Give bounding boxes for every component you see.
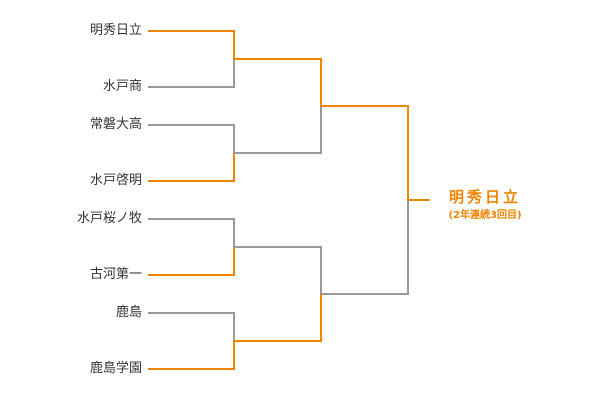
team-label: 水戸啓明 — [89, 173, 142, 188]
team-label: 水戸桜ノ牧 — [76, 211, 142, 226]
line-team-2 — [148, 59, 235, 88]
team-label: 常磐大高 — [89, 117, 142, 132]
line-team-5 — [148, 218, 235, 247]
line-team-7 — [148, 312, 235, 341]
line-r2-2 — [234, 106, 322, 154]
line-r2-3 — [234, 246, 322, 294]
team-label: 鹿島学園 — [89, 361, 142, 376]
line-team-1 — [148, 30, 235, 59]
line-sf-1 — [321, 105, 409, 200]
champion-note: (2年連続3回目) — [448, 210, 522, 221]
line-team-4 — [148, 153, 235, 182]
team-label: 水戸商 — [102, 79, 142, 94]
team-label: 鹿島 — [115, 305, 142, 320]
team-label: 古河第一 — [89, 267, 142, 282]
line-team-6 — [148, 247, 235, 276]
line-team-3 — [148, 124, 235, 153]
line-r2-4 — [234, 294, 322, 342]
line-sf-2 — [321, 200, 409, 295]
line-r2-1 — [234, 58, 322, 106]
team-label: 明秀日立 — [89, 23, 142, 38]
champion-name: 明秀日立 — [448, 188, 521, 206]
line-team-8 — [148, 341, 235, 370]
